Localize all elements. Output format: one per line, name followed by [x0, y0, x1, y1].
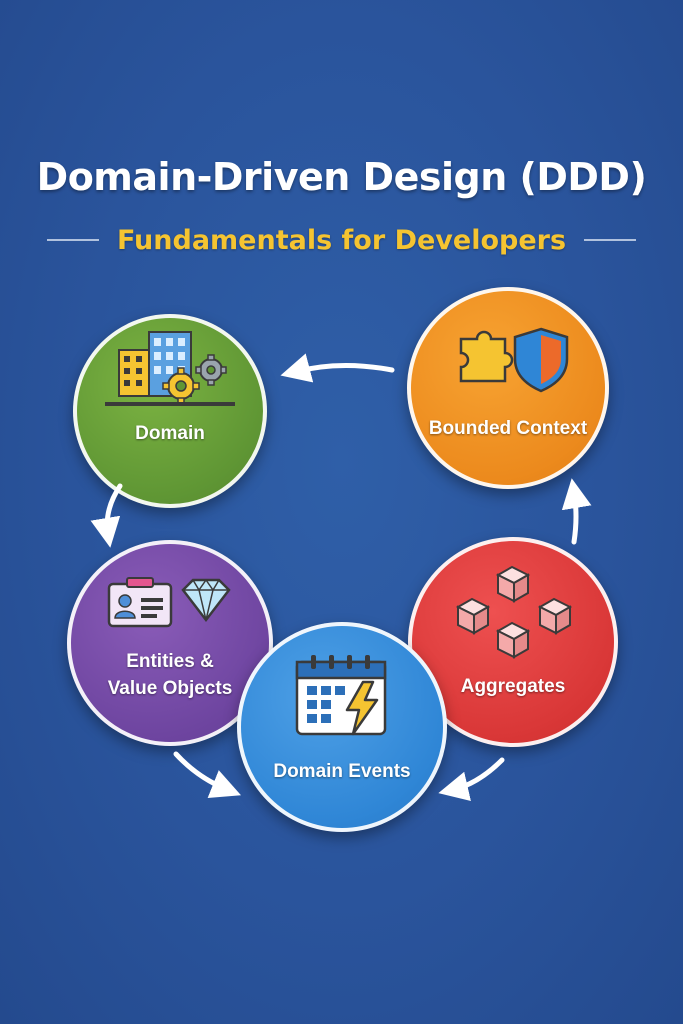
aggregates-node: Aggregates	[408, 537, 618, 747]
subtitle-rule-left	[46, 239, 99, 241]
puzzle-shield-icon	[459, 327, 569, 393]
entities-label-line2: Value Objects	[107, 678, 233, 699]
aggregates-label: Aggregates	[460, 676, 566, 697]
arrow-aggregates-to-events	[438, 757, 505, 802]
page-title: Domain-Driven Design (DDD)	[36, 155, 647, 199]
calendar-lightning-icon	[295, 655, 387, 736]
arrow-entities-to-events	[173, 751, 241, 798]
bounded-context-label: Bounded Context	[428, 418, 588, 439]
arrow-bounded-to-domain	[280, 353, 395, 383]
cubes-icon	[455, 565, 573, 659]
entities-value-objects-node: Entities & Value Objects	[67, 540, 273, 746]
entities-label-line1: Entities &	[126, 651, 214, 672]
subtitle-row: Fundamentals for Developers	[0, 222, 683, 258]
domain-events-node: Domain Events	[237, 622, 447, 832]
domain-events-label: Domain Events	[273, 761, 411, 782]
domain-label: Domain	[135, 423, 205, 444]
domain-node: Domain	[73, 314, 267, 508]
bounded-context-node: Bounded Context	[407, 287, 609, 489]
buildings-gears-icon	[105, 331, 235, 406]
page-subtitle: Fundamentals for Developers	[116, 224, 567, 256]
id-card-diamond-icon	[107, 577, 231, 628]
subtitle-rule-right	[584, 239, 637, 241]
arrow-aggregates-to-bounded	[561, 478, 592, 545]
